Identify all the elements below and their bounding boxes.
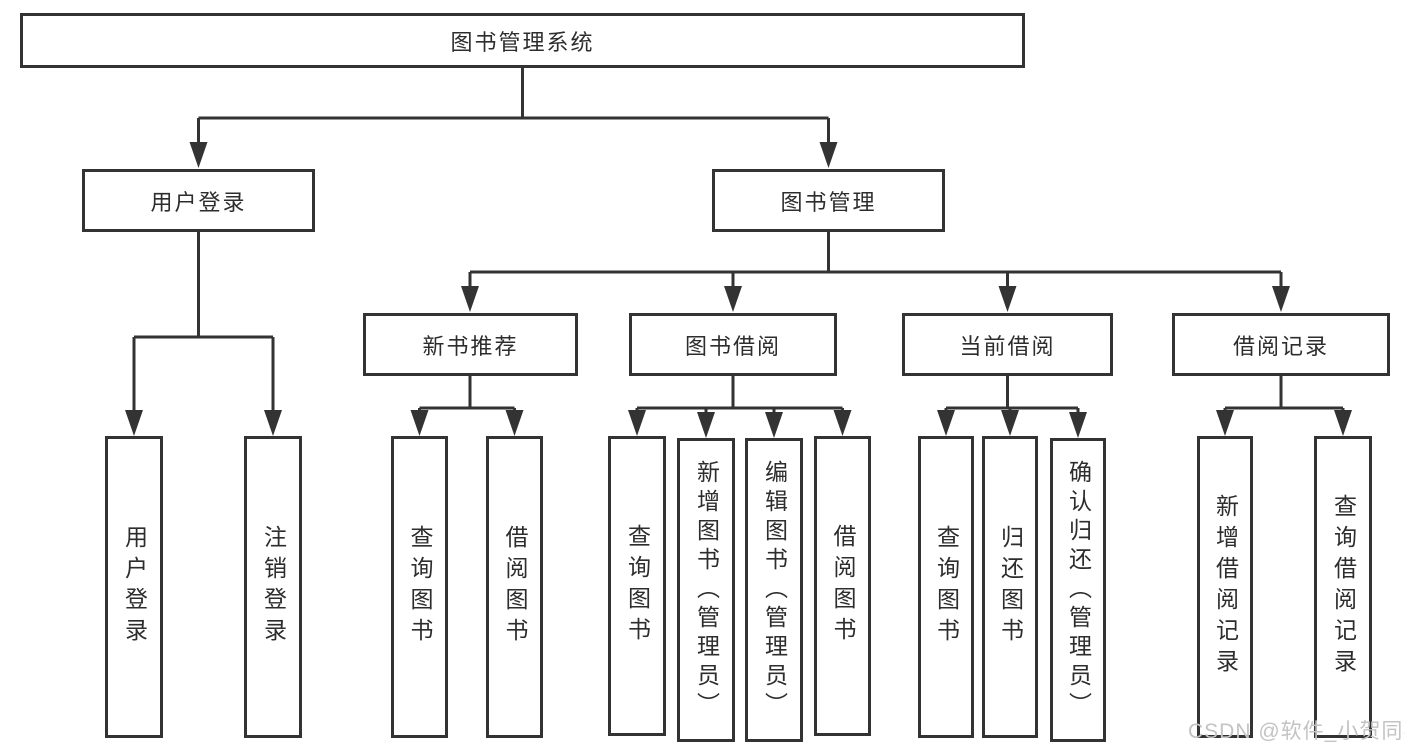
node-leaf-return-books: 归还图书 xyxy=(982,436,1038,738)
node-leaf-add-borrow-record: 新增借阅记录 xyxy=(1197,436,1253,738)
node-label: 图书借阅 xyxy=(684,333,781,359)
node-user-login: 用户登录 xyxy=(82,169,315,232)
node-leaf-borrow-books: 借阅图书 xyxy=(814,436,871,736)
node-label: 归还图书 xyxy=(997,525,1024,649)
node-leaf-query-books: 查询图书 xyxy=(608,436,666,736)
node-label: 当前借阅 xyxy=(959,333,1056,359)
node-leaf-borrow-books: 借阅图书 xyxy=(486,436,543,738)
node-label: 借阅图书 xyxy=(830,524,856,648)
node-label: 新书推荐 xyxy=(422,333,519,359)
node-new-book-recommend: 新书推荐 xyxy=(363,313,578,376)
node-leaf-logout: 注销登录 xyxy=(244,436,302,738)
node-leaf-query-books: 查询图书 xyxy=(918,436,974,738)
node-book-borrowing: 图书借阅 xyxy=(629,313,837,376)
node-label: 查询图书 xyxy=(933,525,960,649)
node-label: 借阅记录 xyxy=(1232,333,1329,359)
node-leaf-add-books-admin: 新增图书（管理员） xyxy=(677,438,735,742)
csdn-watermark: CSDN @软件_小贺同学 xyxy=(1188,720,1405,743)
node-label: 新增借阅记录 xyxy=(1212,494,1239,680)
node-label: 编辑图书（管理员） xyxy=(761,459,788,721)
node-leaf-user-login: 用户登录 xyxy=(105,436,163,738)
node-label: 新增图书（管理员） xyxy=(693,459,720,721)
node-label: 用户登录 xyxy=(121,525,148,649)
node-label: 借阅图书 xyxy=(502,525,528,649)
node-root-library-system: 图书管理系统 xyxy=(20,13,1025,68)
node-leaf-edit-books-admin: 编辑图书（管理员） xyxy=(745,438,803,742)
node-label: 图书管理系统 xyxy=(450,29,595,55)
node-current-borrowing: 当前借阅 xyxy=(902,313,1113,376)
node-label: 用户登录 xyxy=(150,189,247,215)
node-label: 图书管理 xyxy=(780,189,877,215)
node-borrow-records: 借阅记录 xyxy=(1172,313,1390,376)
node-leaf-query-borrow-record: 查询借阅记录 xyxy=(1314,436,1372,738)
node-label: 确认归还（管理员） xyxy=(1065,459,1092,721)
node-label: 注销登录 xyxy=(260,525,287,649)
node-book-management: 图书管理 xyxy=(712,169,945,232)
node-label: 查询借阅记录 xyxy=(1330,494,1357,680)
node-leaf-confirm-return-admin: 确认归还（管理员） xyxy=(1050,438,1106,742)
node-leaf-query-books: 查询图书 xyxy=(391,436,448,738)
node-label: 查询图书 xyxy=(624,524,651,648)
node-label: 查询图书 xyxy=(407,525,433,649)
